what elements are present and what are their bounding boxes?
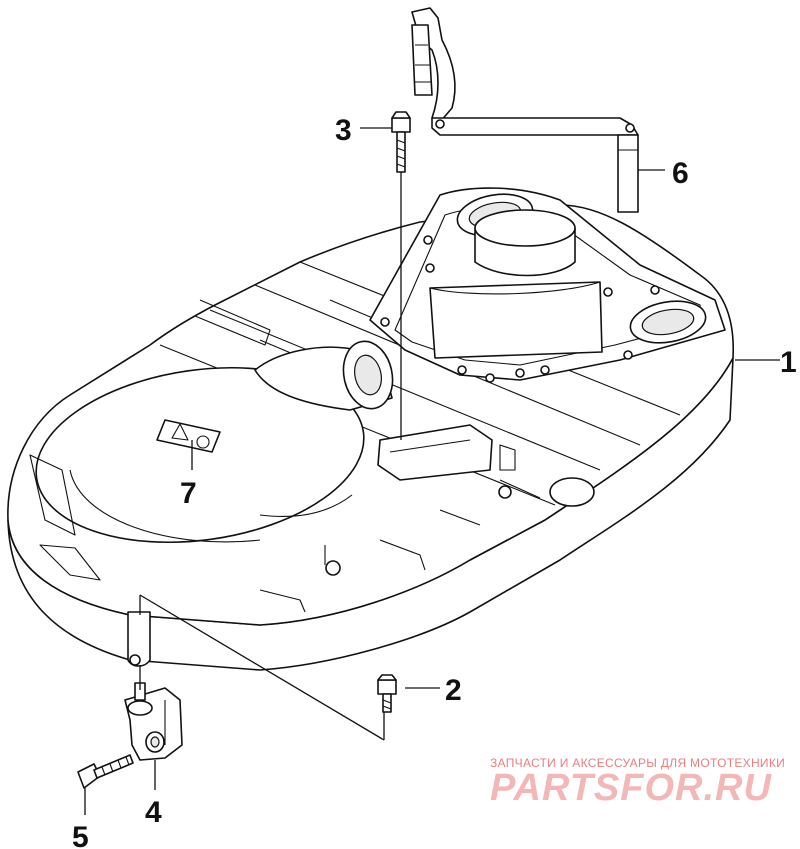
part-4-bracket — [124, 682, 183, 761]
callout-3: 3 — [335, 114, 352, 147]
watermark-logo: PARTSFOR.RU — [490, 767, 772, 809]
part-3-long-bolt — [391, 111, 411, 173]
callout-2: 2 — [445, 674, 462, 707]
callout-6: 6 — [672, 157, 689, 190]
callout-labels: 1 2 3 4 5 6 7 — [72, 114, 797, 849]
part-6-seal-strip — [411, 7, 639, 213]
callout-5: 5 — [72, 821, 89, 849]
callout-4: 4 — [145, 796, 162, 829]
part-2-small-bolt — [377, 674, 397, 713]
part-5-bolt — [77, 754, 134, 789]
warning-label — [156, 419, 221, 453]
callout-1: 1 — [780, 346, 797, 379]
leader-lines — [84, 127, 780, 815]
watermark: ЗАПЧАСТИ И АКСЕССУАРЫ ДЛЯ МОТОТЕХНИКИ PA… — [490, 756, 785, 809]
watermark-caption: ЗАПЧАСТИ И АКСЕССУАРЫ ДЛЯ МОТОТЕХНИКИ — [490, 756, 785, 770]
part-1-bottom-cowl — [7, 187, 735, 671]
callout-7: 7 — [180, 477, 197, 510]
